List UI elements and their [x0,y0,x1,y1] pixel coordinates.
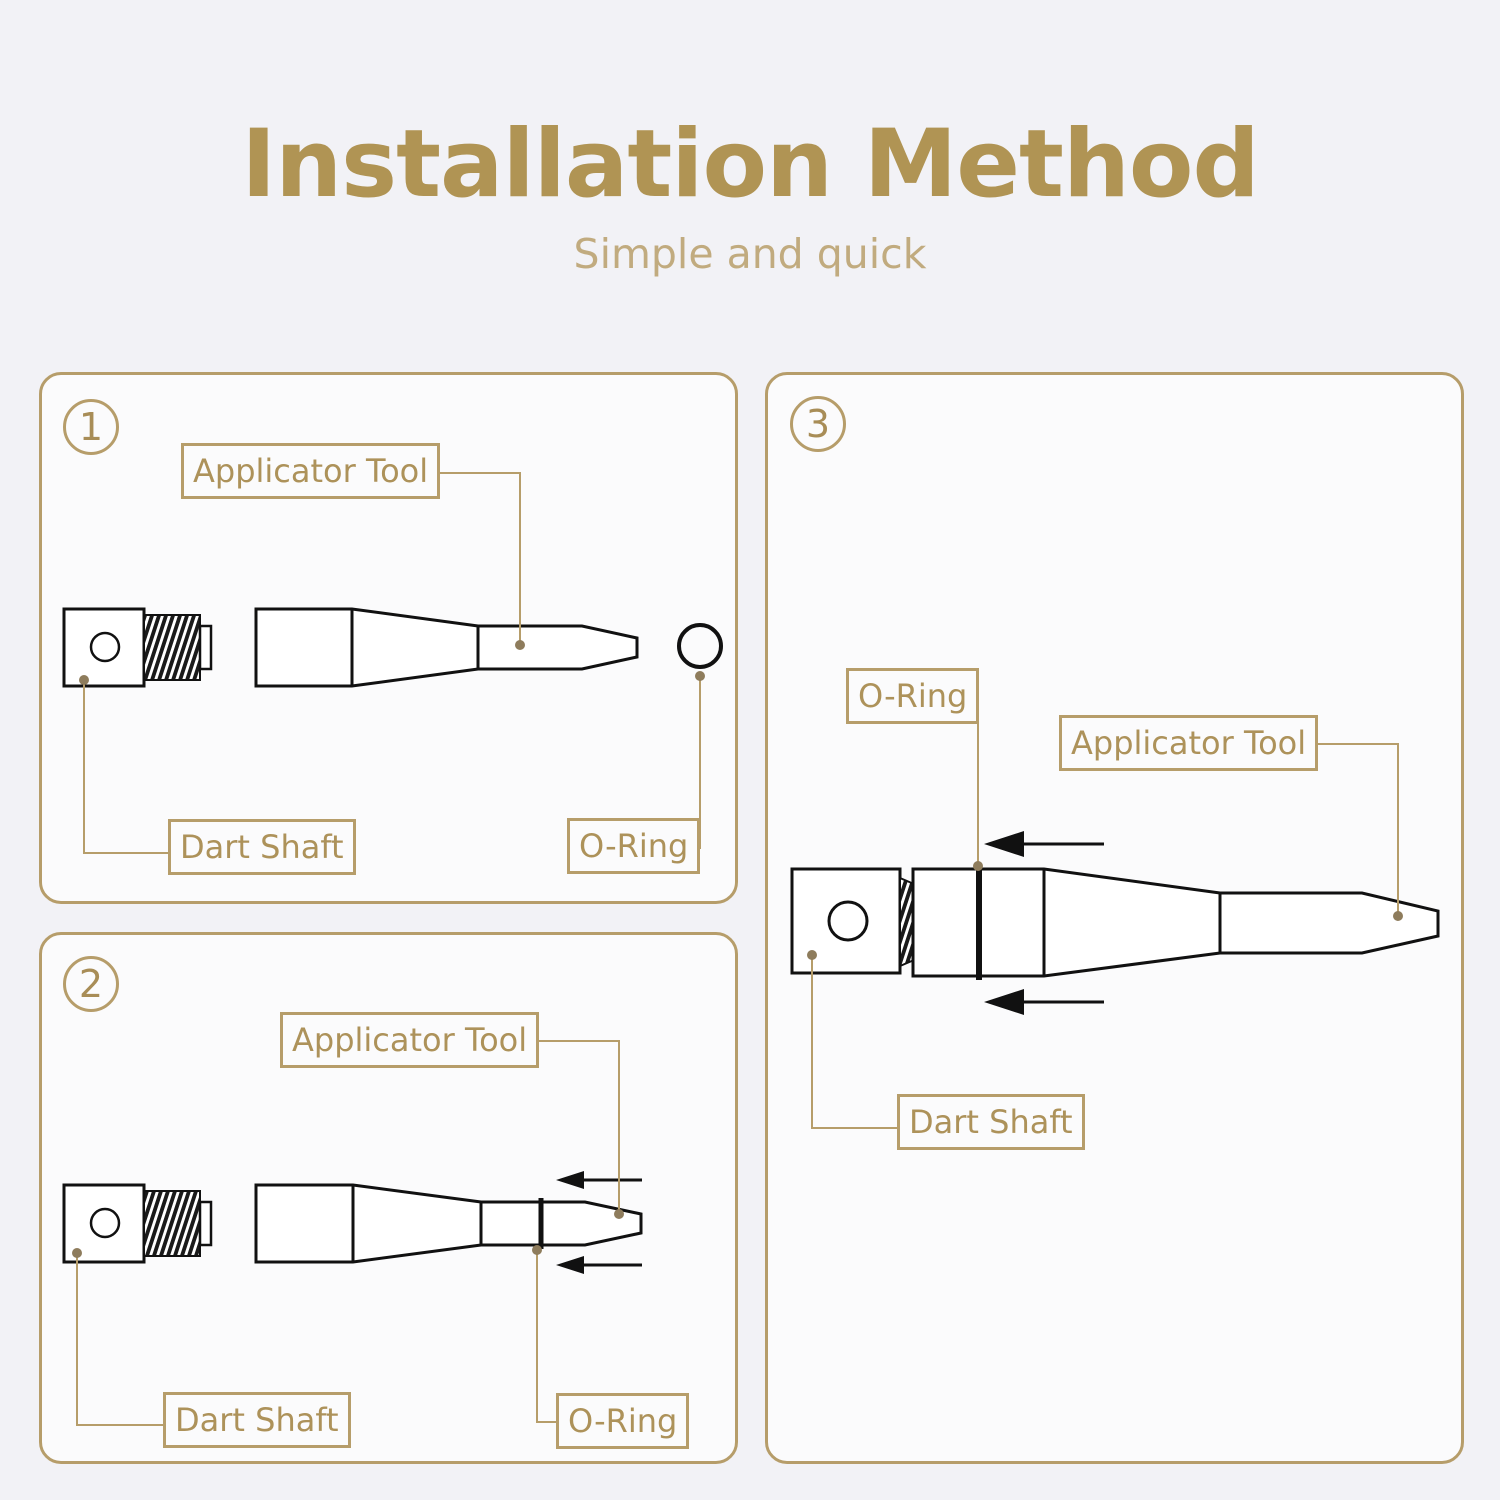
step-2-push-arrows [556,1171,642,1274]
page-title: Installation Method [241,110,1259,219]
step-2-number: 2 [63,956,119,1012]
step-1-label-dart-shaft: Dart Shaft [168,819,356,875]
step-3-label-applicator-tool: Applicator Tool [1059,715,1319,771]
step-1-label-applicator-tool: Applicator Tool [181,443,441,499]
page-subtitle: Simple and quick [573,230,927,278]
step-1-applicator-tool [254,607,639,688]
step-1-number: 1 [63,399,119,455]
step-2-dart-shaft [62,1183,213,1264]
step-2-leader-lines [76,1040,620,1426]
step-3-number: 3 [790,396,846,452]
step-2-label-applicator-tool: Applicator Tool [280,1012,540,1068]
step-3-push-arrows [984,831,1104,1015]
step-3-label-o-ring: O-Ring [846,668,980,724]
step-1-o-ring [677,623,723,669]
step-2-applicator-tool [254,1183,643,1264]
step-3-label-dart-shaft: Dart Shaft [897,1094,1085,1150]
step-1-label-o-ring: O-Ring [567,818,701,874]
step-3-applicator-tool [911,867,1440,978]
step-1-dart-shaft [62,607,213,688]
step-2-label-o-ring: O-Ring [556,1393,690,1449]
step-2-label-dart-shaft: Dart Shaft [163,1392,351,1448]
